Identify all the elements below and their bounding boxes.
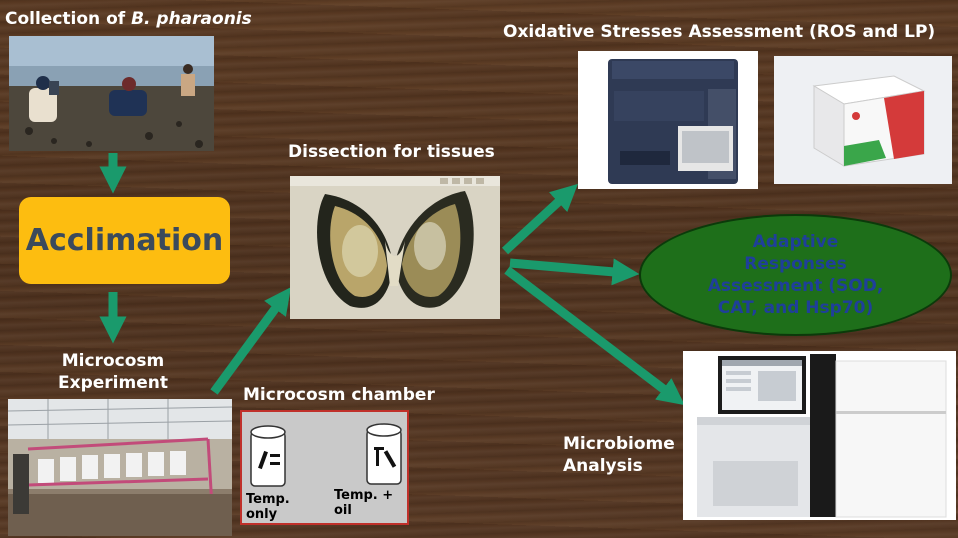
arrow-microcosm-to-dissection: [210, 287, 291, 395]
sequencer-photo: [683, 351, 956, 520]
acclimation-box: Acclimation: [19, 197, 230, 284]
chamber-right-label: Temp. + oil: [334, 488, 394, 518]
species-name: B. pharaonis: [131, 9, 252, 29]
collection-title: Collection of B. pharaonis: [5, 9, 252, 29]
dissection-photo: [290, 176, 500, 319]
chamber-left-label: Temp. only: [246, 492, 290, 522]
microcosm-experiment-label: Microcosm Experiment: [58, 351, 168, 393]
microcosm-chamber-title: Microcosm chamber: [243, 385, 435, 405]
acclimation-label: Acclimation: [25, 223, 224, 258]
arrow-dissection-to-microbiome: [504, 266, 685, 406]
microbiome-label: Microbiome Analysis: [563, 434, 675, 476]
oxidative-title: Oxidative Stresses Assessment (ROS and L…: [503, 22, 936, 42]
chamber-right-icon: [366, 423, 402, 485]
collection-photo: [9, 36, 214, 151]
dissection-title: Dissection for tissues: [288, 142, 495, 162]
arrow-dissection-to-adaptive: [509, 258, 640, 286]
adaptive-responses-text: Adaptive Responses Assessment (SOD, CAT,…: [707, 232, 884, 318]
assay-kit-photo: [774, 56, 952, 184]
adaptive-responses-ellipse: Adaptive Responses Assessment (SOD, CAT,…: [639, 214, 952, 336]
microcosm-chamber-box: Temp. only Temp. + oil: [240, 410, 409, 525]
ros-instrument-photo: [578, 51, 758, 189]
arrow-dissection-to-oxidative: [501, 183, 578, 255]
chamber-left-icon: [250, 425, 286, 487]
microcosm-photo: [8, 399, 232, 536]
